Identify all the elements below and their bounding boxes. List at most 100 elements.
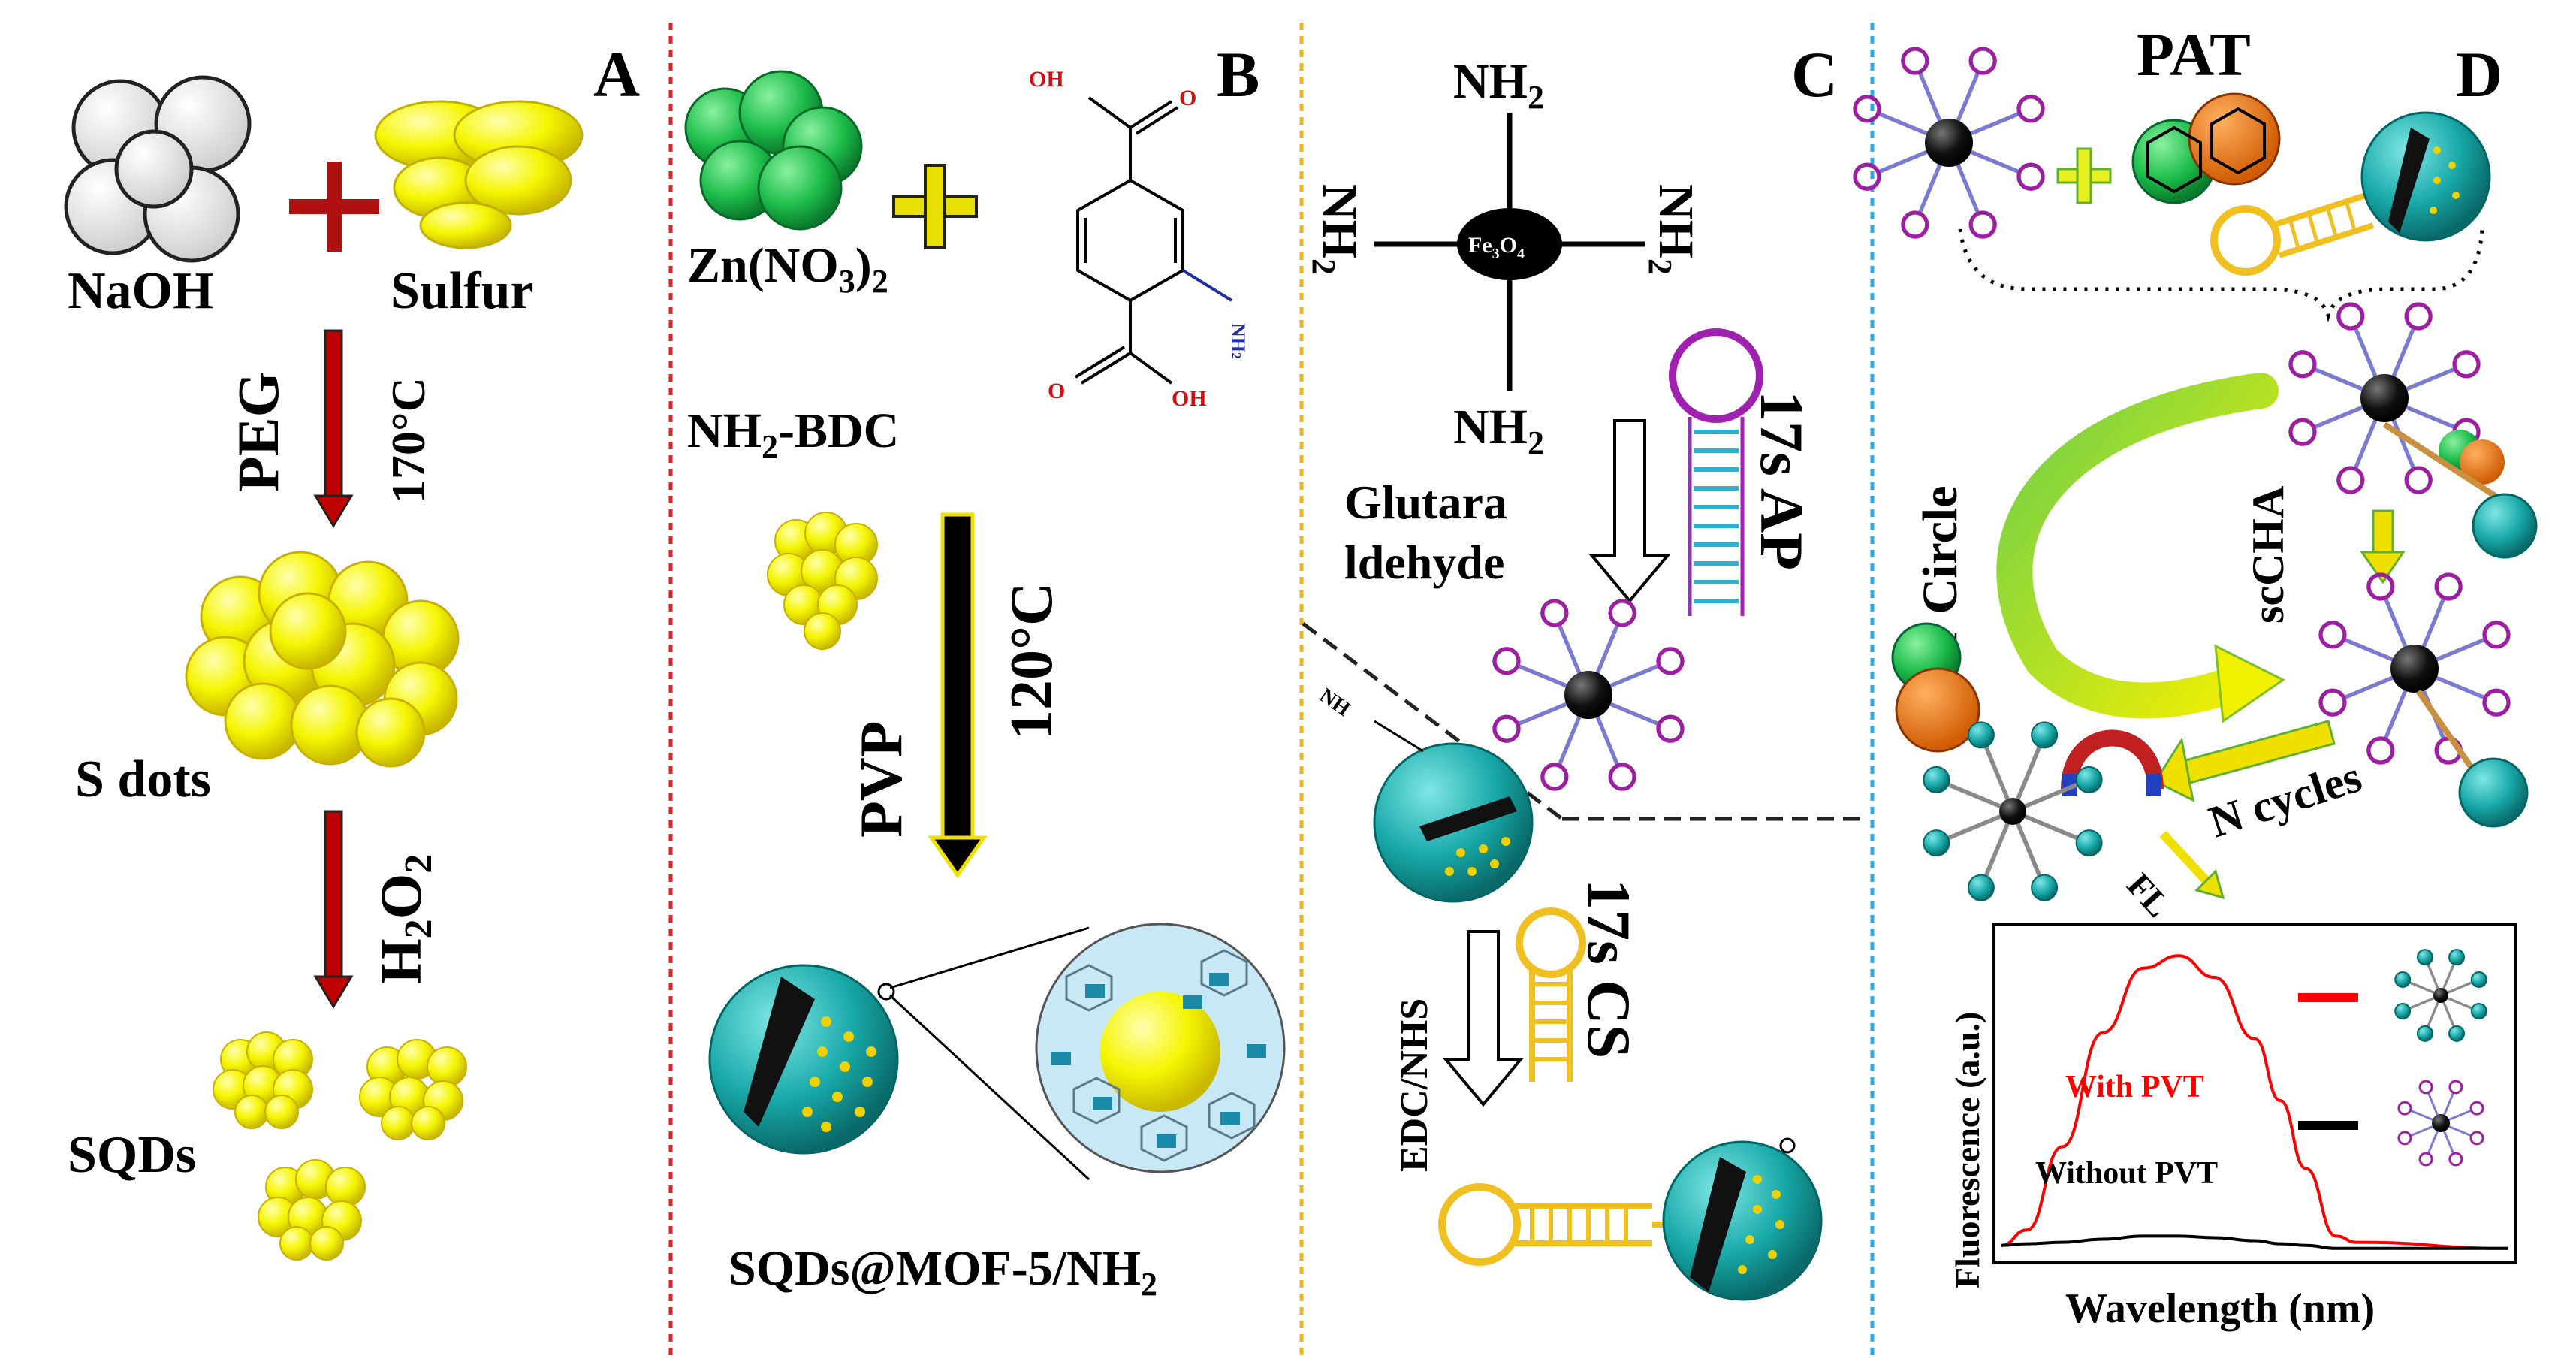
bead-core (1999, 798, 2026, 825)
bead-probe (1967, 721, 1995, 749)
bead-arm (1917, 164, 1942, 215)
bead-arm (2436, 675, 2487, 700)
sulfur-label: Sulfur (391, 262, 534, 320)
bead-hairpin-loop (2397, 1101, 2412, 1116)
bead-hairpin-loop (2016, 162, 2045, 191)
bead-hairpin-loop (1540, 763, 1569, 791)
hairpin-17s-ap (1669, 328, 1763, 616)
fl-label: FL (2120, 866, 2178, 925)
bead-arm (1956, 71, 1980, 122)
zoom-line-bottom (888, 994, 1090, 1181)
bead-hairpin-loop (1968, 47, 1997, 75)
bead-hairpin-loop (2482, 688, 2511, 717)
bdc-nh2: NH2 (1227, 323, 1249, 359)
bead-hairpin-loop (1492, 714, 1521, 743)
bead-hairpin-loop (2482, 621, 2511, 649)
nh2-small-c: NH (1315, 684, 1354, 721)
bead-core (2432, 1114, 2450, 1132)
pat-molecule (2131, 92, 2281, 204)
bead-arm (2016, 745, 2042, 800)
bead-hairpin-loop (2469, 1131, 2484, 1146)
bead-hairpin-loop (2434, 572, 2463, 601)
fl-arrow (2159, 830, 2225, 900)
bead-core (2360, 374, 2409, 422)
functionalized-bead-c (1492, 599, 1685, 791)
bdc-o-bottom: O (1048, 379, 1065, 403)
arrow-h2o2 (313, 810, 354, 1009)
nh2-bdc-label: NH2-BDC (687, 403, 899, 465)
nh2-top: NH2 (1453, 54, 1544, 116)
sqds-label: SQDs (68, 1126, 196, 1184)
panel-d: D PAT (1853, 20, 2538, 1332)
bead-arm (2383, 596, 2408, 648)
bead-arm (2353, 419, 2378, 470)
bead-arm (2409, 1125, 2433, 1137)
bead-arm (1983, 823, 2010, 877)
bead-arm (2391, 326, 2416, 377)
bead-arm (2409, 981, 2435, 994)
bead-arm (1956, 164, 1980, 215)
bead-arm (2409, 1109, 2433, 1121)
plus-sign-yellow (892, 164, 978, 249)
chart-ylabel: Fluorescence (a.u.) (1948, 1012, 1986, 1288)
peg-label: PEG (225, 372, 291, 492)
bead-core (1925, 119, 1973, 167)
bead-arm (2442, 963, 2455, 989)
bead-hairpin-loop (2336, 466, 2365, 494)
legend-with: With PVT (2065, 1070, 2204, 1104)
bead-hairpin-loop (2366, 736, 2395, 765)
bead-arm (1917, 71, 1942, 122)
bead-arm (1983, 745, 2010, 800)
bead-arm (1557, 623, 1582, 674)
bead-arm (1970, 149, 2021, 174)
nh2-left: NH2 (1305, 184, 1367, 275)
sccha-label: scCHA (2243, 486, 2293, 624)
bead-arm (2342, 675, 2394, 700)
bead-hairpin-loop (2288, 418, 2317, 446)
hairpin-17s-cs (1516, 907, 1586, 1082)
series-line-without-pvt (2001, 1234, 2508, 1250)
sqds-clusters (213, 1031, 467, 1261)
bead-d1 (1853, 47, 2045, 239)
bdc-oh-bottom: OH (1172, 386, 1207, 411)
bead-probe (2448, 949, 2466, 966)
bead-arm (2447, 981, 2473, 994)
bead-arm (2016, 823, 2042, 877)
legend-without: Without PVT (2035, 1156, 2218, 1191)
bead-hairpin-loop (2448, 1080, 2463, 1095)
cycle-arrow-head (2214, 644, 2285, 723)
series-line-with-pvt (2001, 954, 2509, 1250)
bead-hairpin-loop (2336, 302, 2365, 331)
zn-label: Zn(NO3)2 (687, 238, 888, 300)
bead-arm (2448, 1125, 2472, 1137)
bead-probe (2448, 1025, 2466, 1042)
sqds-mof-sphere (708, 964, 899, 1155)
panel-a: A NaOH Sulfur PEG 170°C (64, 38, 640, 1261)
bead-hairpin-loop (1656, 647, 1685, 675)
bead-arm (1595, 716, 1620, 767)
edc-nhs-label: EDC/NHS (1393, 998, 1436, 1172)
bead-hairpin-loop (1656, 714, 1685, 743)
panel-b-letter: B (1217, 38, 1259, 110)
bead-hairpin-loop (1540, 599, 1569, 627)
bead-arm (2447, 997, 2473, 1010)
bead-arm (2353, 326, 2378, 377)
bead-probe (2031, 721, 2059, 749)
bead-d3-probe (2415, 689, 2529, 828)
bead-arm (2391, 419, 2416, 470)
bead-probe (1923, 766, 1950, 793)
panel-d-letter: D (2456, 38, 2502, 110)
bead-arm (2406, 367, 2457, 391)
bead-arm (1877, 111, 1928, 136)
bead-hairpin-loop (1853, 162, 1881, 191)
bead-probe (2075, 766, 2103, 793)
down-arrow-d (2360, 509, 2406, 584)
bead-hairpin-loop (1608, 599, 1636, 627)
ldehyde-label: ldehyde (1344, 536, 1504, 589)
bead-arm (1557, 716, 1582, 767)
naoh-label: NaOH (68, 262, 213, 320)
bead-hairpin-loop (2404, 302, 2433, 331)
temp-170-label: 170°C (382, 377, 435, 503)
bead-arm (1877, 149, 1928, 174)
